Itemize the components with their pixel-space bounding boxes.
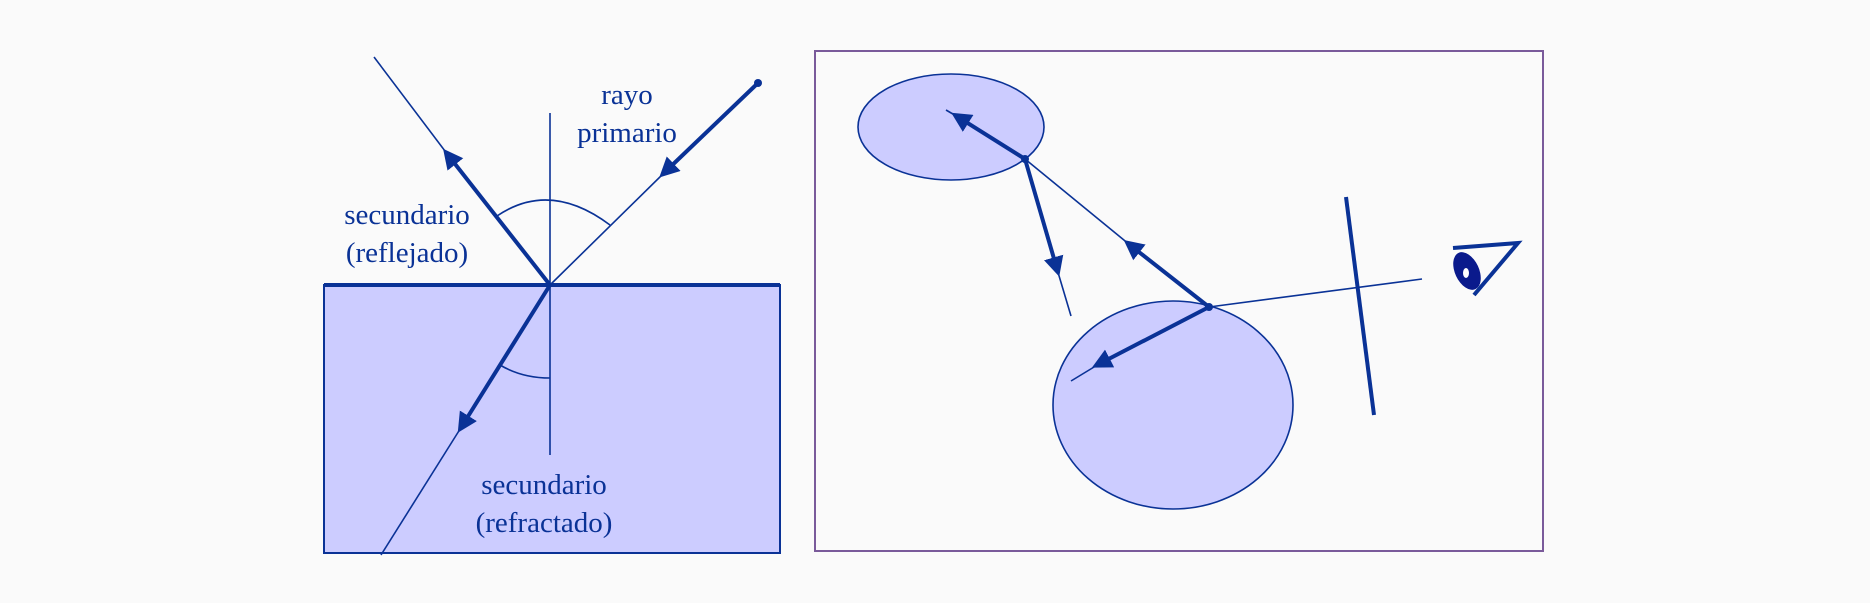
ray-to-upper-thick	[1123, 240, 1211, 309]
lower-refracted-thin	[1070, 363, 1100, 382]
reflection-angle-arc	[496, 199, 611, 226]
upper-refracted-thin	[945, 109, 959, 118]
primary-ray-thick	[659, 81, 760, 178]
scene-frame	[814, 50, 1544, 552]
label-primary-line2: primario	[577, 117, 677, 149]
left-diagram: rayo primario secundario (reflejado) sec…	[323, 56, 781, 556]
reflected-ray-thin	[373, 56, 449, 156]
upper-refracted-thick	[951, 112, 1027, 161]
label-refracted-line2: (refractado)	[476, 507, 613, 539]
refracted-ray-thin	[380, 425, 463, 556]
label-refracted-line1: secundario	[481, 469, 607, 501]
label-primary-line1: rayo	[601, 79, 653, 111]
image-plane	[1344, 196, 1376, 416]
eye-icon	[1452, 240, 1523, 297]
label-reflected-line1: secundario	[344, 199, 470, 231]
lower-object	[1052, 300, 1294, 510]
reflected-ray-thick	[443, 148, 552, 287]
refracted-ray-thick	[457, 283, 552, 433]
refractive-medium	[323, 284, 781, 554]
upper-object	[857, 73, 1045, 181]
eye-ray	[1208, 278, 1423, 308]
right-diagram	[814, 50, 1544, 552]
primary-ray-thin	[549, 171, 666, 286]
ray-to-upper-thin	[1024, 158, 1131, 246]
upper-reflected-thin	[1056, 268, 1072, 317]
label-reflected-line2: (reflejado)	[346, 237, 468, 269]
refraction-angle-arc	[499, 364, 551, 379]
upper-reflected-thick	[1023, 158, 1064, 277]
lower-refracted-thick	[1091, 305, 1210, 368]
